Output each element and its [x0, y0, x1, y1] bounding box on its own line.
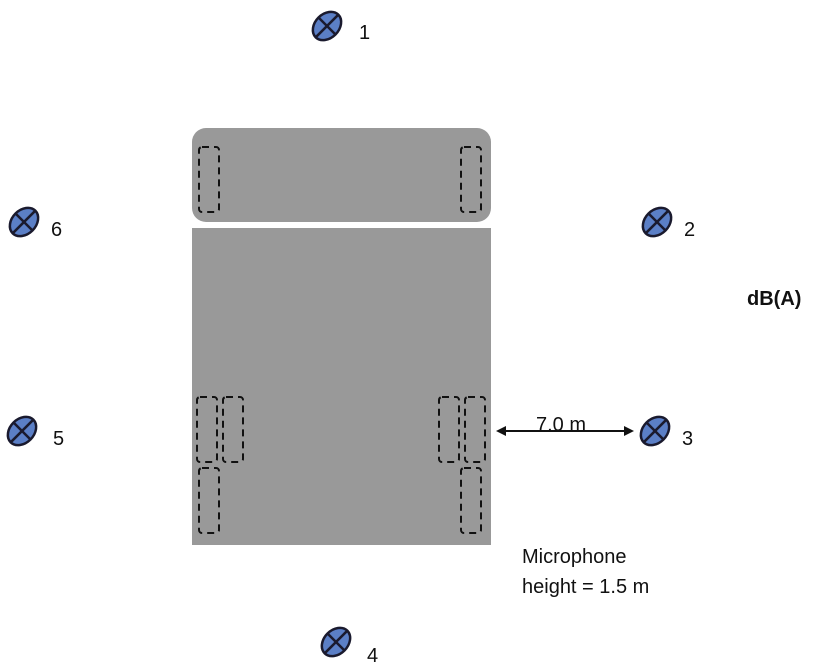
microphone-6: 6	[8, 206, 62, 241]
microphone-label: 3	[682, 428, 693, 450]
microphone-cross-line	[326, 632, 346, 652]
microphone-3: 3	[639, 415, 693, 450]
microphone-5: 5	[6, 415, 64, 450]
front-left-wheel	[198, 146, 220, 213]
rear-left-wheel-inner	[222, 396, 244, 463]
distance-label: 7.0 m	[536, 414, 586, 436]
wheels	[196, 146, 486, 534]
microphone-label: 5	[53, 428, 64, 450]
rear-left-wheel-outer	[196, 396, 218, 463]
microphone-4: 4	[320, 626, 378, 667]
microphones: 1 2 3 4 5 6	[6, 10, 695, 667]
microphone-cross-line	[647, 212, 667, 232]
microphone-cross-line	[317, 16, 337, 36]
microphone-icon	[639, 415, 671, 447]
rear-left-wheel-back	[198, 467, 220, 534]
rear-right-wheel-inner	[438, 396, 460, 463]
front-right-wheel	[460, 146, 482, 213]
microphone-icon	[311, 10, 343, 42]
microphone-1: 1	[311, 10, 370, 44]
units-label: dB(A)	[747, 288, 801, 310]
height-note-line1: Microphone	[522, 546, 627, 568]
microphone-icon	[641, 206, 673, 238]
microphone-2: 2	[641, 206, 695, 241]
microphone-cross-line	[645, 421, 665, 441]
microphone-label: 1	[359, 22, 370, 44]
microphone-icon	[6, 415, 38, 447]
microphone-icon	[8, 206, 40, 238]
microphone-label: 2	[684, 219, 695, 241]
rear-right-wheel-outer	[464, 396, 486, 463]
rear-right-wheel-back	[460, 467, 482, 534]
microphone-cross-line	[14, 212, 34, 232]
microphone-label: 4	[367, 645, 378, 667]
vehicle-cab	[192, 128, 491, 222]
height-note-line2: height = 1.5 m	[522, 576, 649, 598]
vehicle-body	[192, 228, 491, 545]
microphone-cross-line	[12, 421, 32, 441]
microphone-icon	[320, 626, 352, 658]
microphone-label: 6	[51, 219, 62, 241]
